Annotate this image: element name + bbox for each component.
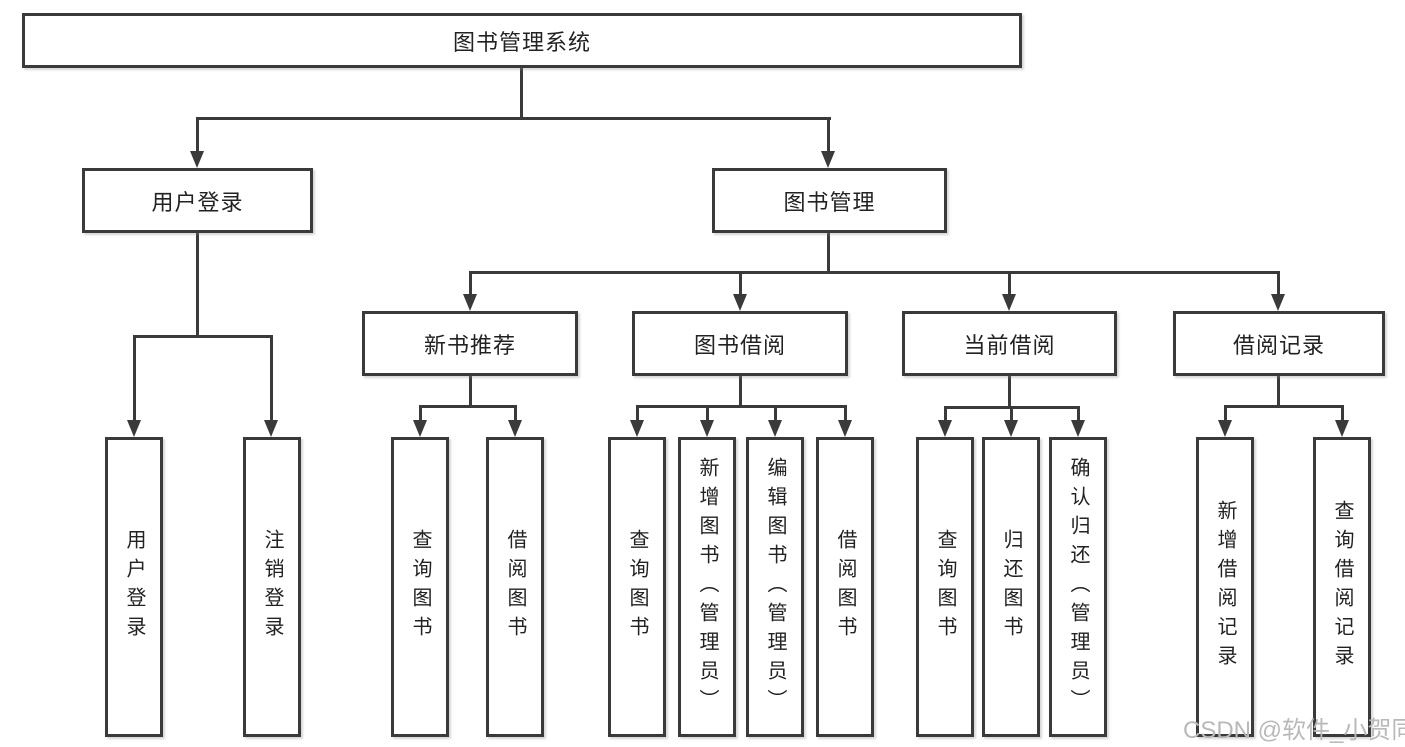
connector-drop-cb-query <box>944 406 947 421</box>
leaf-bb-edit-book: 编辑图书（管理员） <box>746 437 804 737</box>
connector-drop-book-borrow <box>739 271 742 295</box>
connector-drop-bb-add <box>706 405 709 421</box>
arrow-down-icon <box>938 420 952 437</box>
connector-drop-br-add <box>1224 405 1227 421</box>
arrow-down-icon <box>190 151 204 168</box>
node-book-borrow: 图书借阅 <box>632 311 848 376</box>
connector-drop-bb-query <box>636 405 639 421</box>
leaf-bb-borrow-book: 借阅图书 <box>816 437 874 737</box>
leaf-rec-borrow-book: 借阅图书 <box>486 437 544 737</box>
leaf-bb-query-book: 查询图书 <box>608 437 666 737</box>
connector-bb-stem <box>739 376 742 405</box>
connector-drop-leaf-login <box>133 335 136 421</box>
connector-drop-rec-borrow <box>514 405 517 421</box>
connector-drop-cb-return <box>1010 406 1013 421</box>
leaf-br-add-record: 新增借阅记录 <box>1196 437 1254 737</box>
leaf-logout: 注销登录 <box>243 437 301 737</box>
node-user-login: 用户登录 <box>82 168 313 233</box>
arrow-down-icon <box>264 420 278 437</box>
connector-drop-cb-confirm <box>1077 406 1080 421</box>
connector-drop-book-mgmt <box>827 117 830 153</box>
connector-rec-rail <box>419 405 517 408</box>
connector-br-stem <box>1277 376 1280 405</box>
connector-bookmgmt-rail <box>469 271 1280 274</box>
arrow-down-icon <box>1335 420 1349 437</box>
arrow-down-icon <box>508 420 522 437</box>
connector-drop-br-query <box>1341 405 1344 421</box>
csdn-watermark: CSDN @软件_小贺同学 <box>1183 717 1405 744</box>
node-root: 图书管理系统 <box>22 13 1022 68</box>
connector-root-stem <box>520 68 523 117</box>
arrow-down-icon <box>1071 420 1085 437</box>
arrow-down-icon <box>1002 294 1016 311</box>
connector-drop-user-login <box>196 117 199 153</box>
connector-bookmgmt-stem <box>827 233 830 271</box>
leaf-cb-confirm-return: 确认归还（管理员） <box>1049 437 1107 737</box>
connector-drop-new-book-rec <box>469 271 472 295</box>
leaf-cb-return-book: 归还图书 <box>982 437 1040 737</box>
connector-bb-rail <box>636 405 846 408</box>
leaf-bb-add-book: 新增图书（管理员） <box>678 437 736 737</box>
node-book-management: 图书管理 <box>712 168 947 233</box>
node-borrow-record: 借阅记录 <box>1173 311 1385 376</box>
arrow-down-icon <box>1218 420 1232 437</box>
leaf-rec-query-book: 查询图书 <box>391 437 449 737</box>
connector-rec-stem <box>469 376 472 405</box>
connector-userlogin-stem <box>196 233 199 335</box>
node-current-borrow: 当前借阅 <box>902 311 1117 376</box>
connector-drop-bb-borrow <box>844 405 847 421</box>
leaf-br-query-record: 查询借阅记录 <box>1313 437 1371 737</box>
arrow-down-icon <box>127 420 141 437</box>
leaf-user-login: 用户登录 <box>105 437 163 737</box>
arrow-down-icon <box>413 420 427 437</box>
connector-drop-bb-edit <box>774 405 777 421</box>
connector-drop-current-borrow <box>1008 271 1011 295</box>
arrow-down-icon <box>838 420 852 437</box>
arrow-down-icon <box>700 420 714 437</box>
leaf-cb-query-book: 查询图书 <box>916 437 974 737</box>
connector-drop-rec-query <box>419 405 422 421</box>
connector-drop-borrow-record <box>1277 271 1280 295</box>
connector-cb-stem <box>1008 376 1011 406</box>
arrow-down-icon <box>463 294 477 311</box>
arrow-down-icon <box>1004 420 1018 437</box>
connector-root-rail <box>197 117 831 120</box>
connector-br-rail <box>1224 405 1344 408</box>
node-new-book-recommend: 新书推荐 <box>362 311 578 376</box>
arrow-down-icon <box>733 294 747 311</box>
connector-drop-leaf-logout <box>270 335 273 421</box>
arrow-down-icon <box>768 420 782 437</box>
arrow-down-icon <box>1271 294 1285 311</box>
connector-userlogin-rail <box>133 335 273 338</box>
arrow-down-icon <box>630 420 644 437</box>
arrow-down-icon <box>821 151 835 168</box>
